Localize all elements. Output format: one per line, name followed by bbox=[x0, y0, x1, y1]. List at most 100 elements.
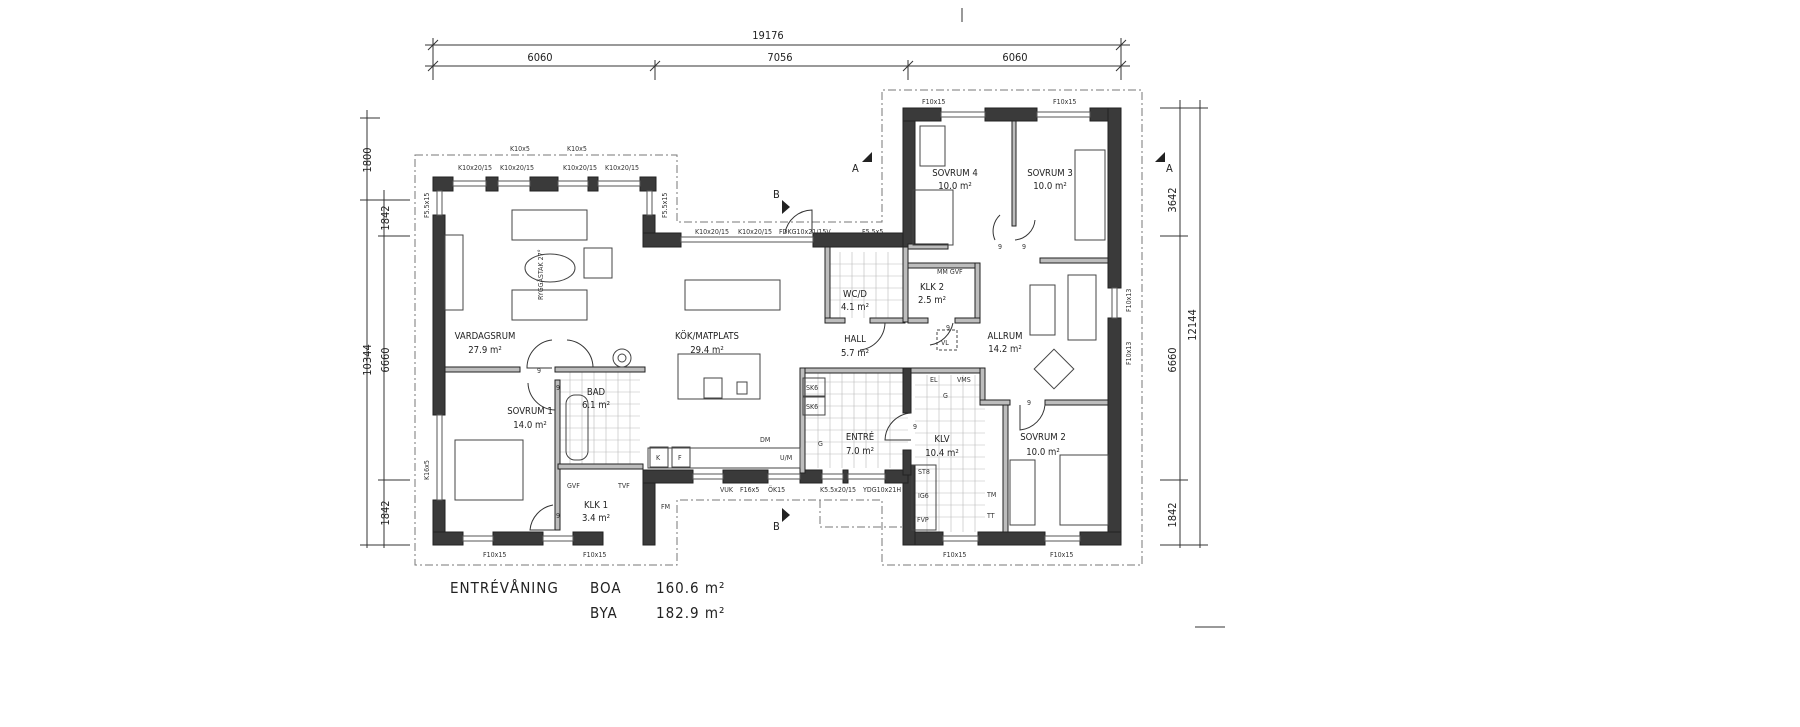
section-arrow-icon bbox=[782, 508, 790, 522]
window-label: F10x15 bbox=[922, 98, 945, 106]
room-area: 10.0 m² bbox=[1033, 181, 1067, 192]
window-label: K10x20/15 bbox=[500, 164, 534, 172]
window-label: K10x20/15 bbox=[695, 228, 729, 236]
room-hall: HALL 5.7 m² bbox=[841, 334, 869, 359]
window-label: F10x15 bbox=[583, 551, 606, 559]
section-arrow-icon bbox=[862, 152, 872, 162]
washer-label: TM bbox=[986, 491, 996, 499]
room-name: WC/D bbox=[843, 289, 867, 300]
freezer-label: F bbox=[678, 454, 682, 462]
boa-label: BOA bbox=[590, 579, 622, 597]
room-name: SOVRUM 1 bbox=[507, 406, 553, 417]
door-width-label: 9 bbox=[998, 243, 1002, 251]
tile-grid bbox=[560, 252, 985, 532]
room-kok: KÖK/MATPLATS 29.4 m² bbox=[675, 331, 739, 356]
room-area: 4.1 m² bbox=[841, 302, 869, 313]
width-left: 6060 bbox=[527, 51, 552, 64]
room-klk2: KLK 2 2.5 m² bbox=[918, 282, 946, 306]
fixture-labels: RYGGÅSTAK 27° K F DM U/M SK6 SK6 G G EL … bbox=[536, 243, 1031, 524]
window-label: K10x20/15 bbox=[738, 228, 772, 236]
dim-6660-right: 6660 bbox=[1166, 347, 1179, 372]
bya-label: BYA bbox=[590, 604, 618, 622]
g-label: G bbox=[943, 392, 948, 400]
tvf-label: TVF bbox=[617, 482, 630, 490]
gvf-label: GVF bbox=[567, 482, 580, 490]
g-label: G bbox=[818, 440, 823, 448]
room-name: HALL bbox=[844, 334, 866, 345]
room-name: KÖK/MATPLATS bbox=[675, 331, 739, 342]
window-label: K10x20/15 bbox=[605, 164, 639, 172]
room-area: 5.7 m² bbox=[841, 348, 869, 359]
room-name: ENTRÉ bbox=[846, 431, 874, 443]
room-name: KLK 2 bbox=[920, 282, 944, 293]
dryer-label: TT bbox=[986, 512, 995, 520]
door-width-label: 9 bbox=[537, 367, 541, 375]
window-label: F5.5x15 bbox=[661, 193, 669, 218]
room-name: VARDAGSRUM bbox=[455, 331, 516, 342]
ridge-label: RYGGÅSTAK 27° bbox=[536, 249, 545, 300]
windows bbox=[436, 111, 1118, 542]
window-label: F10x13 bbox=[1125, 289, 1133, 312]
room-name: ALLRUM bbox=[988, 331, 1023, 342]
window-label: F10x15 bbox=[1053, 98, 1076, 106]
window-label: K10x5 bbox=[510, 145, 530, 153]
room-area: 3.4 m² bbox=[582, 513, 610, 524]
section-markers: A A B B bbox=[773, 152, 1173, 533]
room-area: 10.4 m² bbox=[925, 448, 959, 459]
window-label: K10x5 bbox=[567, 145, 587, 153]
room-sovrum1: SOVRUM 114.0 m² bbox=[507, 406, 553, 431]
window-label: F16x5 bbox=[740, 486, 759, 494]
top-dimensions: 19176 6060 7056 6060 bbox=[425, 8, 1130, 80]
room-sovrum3: SOVRUM 310.0 m² bbox=[1027, 168, 1073, 192]
room-area: 2.5 m² bbox=[918, 295, 946, 306]
fvp-label: FVP bbox=[917, 516, 929, 524]
vms-label: VMS bbox=[957, 376, 971, 384]
section-arrow-icon bbox=[1155, 152, 1165, 162]
overall-width: 19176 bbox=[752, 29, 783, 42]
window-label: F10x15 bbox=[1050, 551, 1073, 559]
window-label: FDKG10x21/15V bbox=[779, 228, 831, 236]
ig6-label: IG6 bbox=[918, 492, 929, 500]
room-klk1: KLK 1 3.4 m² bbox=[582, 500, 610, 524]
bya-value: 182.9 m² bbox=[656, 604, 725, 622]
room-area: 10.0 m² bbox=[938, 181, 972, 192]
section-arrow-icon bbox=[782, 200, 790, 214]
window-label: F10x15 bbox=[943, 551, 966, 559]
left-dimensions: 1800 10344 1842 6660 1842 bbox=[360, 110, 410, 548]
dim-1842-bottom: 1842 bbox=[379, 500, 392, 525]
door-width-label: 9 bbox=[1027, 399, 1031, 407]
furniture bbox=[444, 125, 1109, 531]
el-label: EL bbox=[930, 376, 938, 384]
dim-12144: 12144 bbox=[1186, 309, 1199, 340]
dim-1800: 1800 bbox=[361, 147, 374, 172]
window-label: F5.5x5 bbox=[862, 228, 883, 236]
window-labels: K10x5 K10x5 K10x20/15 K10x20/15 K10x20/1… bbox=[423, 98, 1133, 559]
section-b-top: B bbox=[773, 188, 780, 201]
right-dimensions: 3642 6660 1842 12144 bbox=[1160, 100, 1208, 548]
area-summary: ENTRÉVÅNING BOA 160.6 m² BYA 182.9 m² bbox=[450, 578, 725, 622]
door-width-label: 9 bbox=[913, 423, 917, 431]
width-right: 6060 bbox=[1002, 51, 1027, 64]
entrance-canopy bbox=[819, 500, 902, 528]
width-middle: 7056 bbox=[767, 51, 792, 64]
window-label: ÖK15 bbox=[768, 485, 785, 494]
door-width-label: 9 bbox=[556, 384, 560, 392]
room-area: 29.4 m² bbox=[690, 345, 724, 356]
room-name: BAD bbox=[587, 387, 606, 398]
room-sovrum2: SOVRUM 210.0 m² bbox=[1020, 432, 1066, 458]
room-area: 10.0 m² bbox=[1026, 447, 1060, 458]
door-width-label: 9 bbox=[556, 512, 560, 520]
exterior-walls bbox=[432, 107, 1122, 546]
window-label: VUK bbox=[720, 486, 734, 494]
door-width-label: 9 bbox=[946, 324, 950, 332]
window-label: K10x20/15 bbox=[458, 164, 492, 172]
dim-10344: 10344 bbox=[361, 344, 374, 375]
room-name: KLK 1 bbox=[584, 500, 608, 511]
room-name: SOVRUM 4 bbox=[932, 168, 978, 179]
